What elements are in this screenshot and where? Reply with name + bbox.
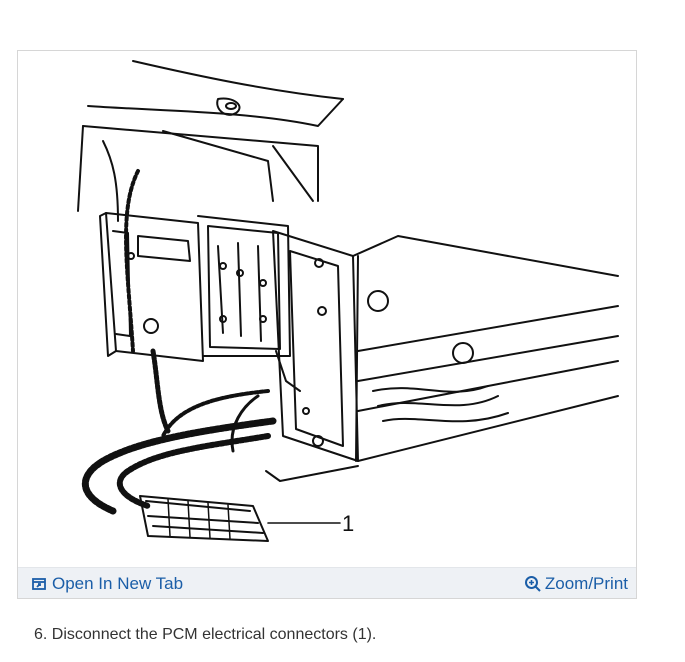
open-in-new-tab-link[interactable]: Open In New Tab	[32, 574, 183, 594]
figure-caption: 6. Disconnect the PCM electrical connect…	[34, 626, 377, 643]
open-in-new-tab-label: Open In New Tab	[52, 574, 184, 593]
zoom-print-label: Zoom/Print	[544, 574, 628, 593]
open-new-tab-icon	[32, 577, 46, 591]
zoom-print-link[interactable]: Zoom/Print	[524, 574, 628, 594]
figure-card: 1 Open In New Tab	[17, 50, 637, 599]
callout-number: 1	[342, 511, 355, 536]
figure-toolbar: Open In New Tab Zoom/Print	[18, 567, 636, 598]
pcm-connector-illustration: 1	[18, 51, 636, 567]
zoom-in-icon	[524, 575, 542, 593]
